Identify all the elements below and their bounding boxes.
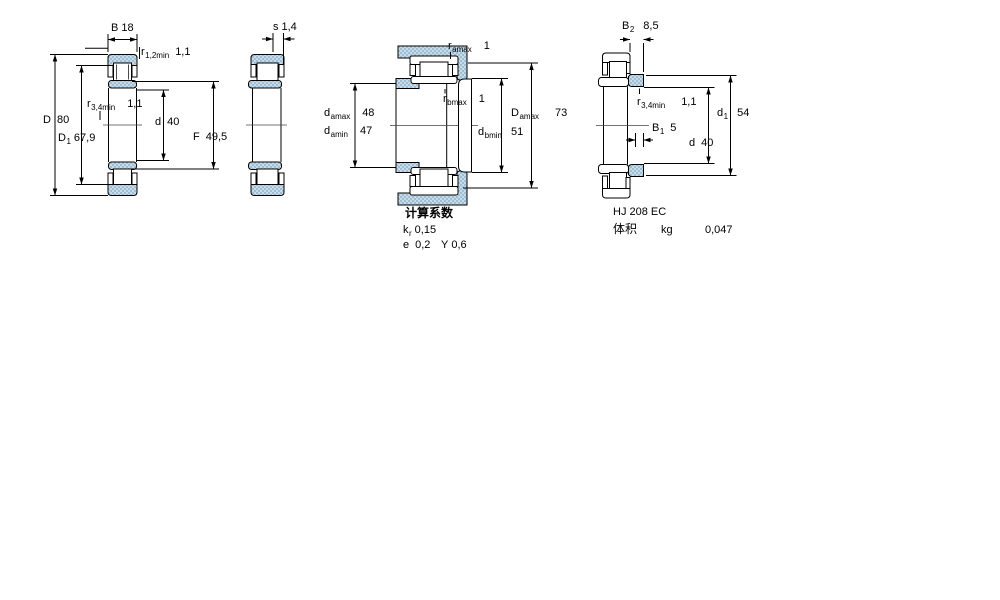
dim-B [107, 34, 138, 52]
mass-value: 0,047 [705, 224, 733, 236]
abutment-sleeve [458, 78, 472, 173]
bearing-inner-ring-top [410, 76, 458, 84]
outer-ring-bottom [107, 184, 138, 196]
roller-bottom [609, 172, 627, 190]
dim-D1 [76, 65, 108, 185]
dim-B1 [626, 133, 653, 147]
outer-ring-flange-right-bottom [131, 172, 138, 185]
dim-Damax [463, 62, 538, 189]
bearing-cross-section-view [50, 34, 219, 196]
dim-dbmin [472, 78, 508, 173]
outer-ring-flange-left [250, 64, 257, 78]
outer-ring-flange-left-bottom [250, 172, 257, 185]
outer-ring-bottom [602, 188, 631, 199]
inner-ring-bottom [108, 161, 137, 170]
mass-unit: kg [661, 224, 673, 236]
dim-d [137, 89, 169, 161]
calc-factors-heading: 计算系数 [405, 206, 454, 220]
inner-ring-top [108, 80, 137, 89]
outer-ring-flange-right [131, 65, 138, 78]
hj-ring-bottom [628, 164, 644, 177]
bearing-flange-right-top [452, 64, 459, 76]
hj-ring-top [628, 74, 644, 87]
angle-ring-designation: HJ 208 EC [613, 206, 667, 218]
dim-r12-leader [85, 47, 140, 59]
dim-s [262, 33, 295, 64]
bearing-flange-left-top [409, 64, 416, 76]
outer-ring-flange-right-bottom [625, 177, 631, 189]
bearing-outer-ring-bottom [409, 186, 459, 196]
outer-ring-top [602, 52, 631, 63]
angle-ring-view [596, 37, 737, 199]
inner-ring-top [598, 77, 629, 87]
outer-ring-flange-left [602, 62, 608, 76]
inner-ring-top [248, 80, 282, 89]
outer-ring-bottom [250, 184, 285, 196]
dim-damax-damin [350, 83, 396, 168]
outer-ring-flange-left [107, 65, 114, 78]
inner-ring-bottom [248, 161, 282, 170]
outer-ring-flange-left-bottom [602, 175, 608, 189]
outer-ring-flange-right [278, 64, 285, 78]
roller-top [256, 62, 279, 82]
dim-d [644, 87, 715, 164]
bearing-flange-right-bottom [452, 175, 459, 187]
outer-ring-flange-right-bottom [278, 172, 285, 185]
roller-top [609, 61, 627, 79]
outer-ring-flange-left-bottom [107, 172, 114, 185]
dim-B2 [620, 37, 654, 72]
bearing-flange-left-bottom [409, 175, 416, 187]
mounting-dimensions-view [350, 45, 538, 206]
dim-d1 [646, 75, 737, 176]
side-face-view [246, 33, 295, 196]
mass-label: 体积 [613, 222, 638, 236]
dim-F [132, 81, 219, 170]
dim-D [50, 54, 108, 196]
